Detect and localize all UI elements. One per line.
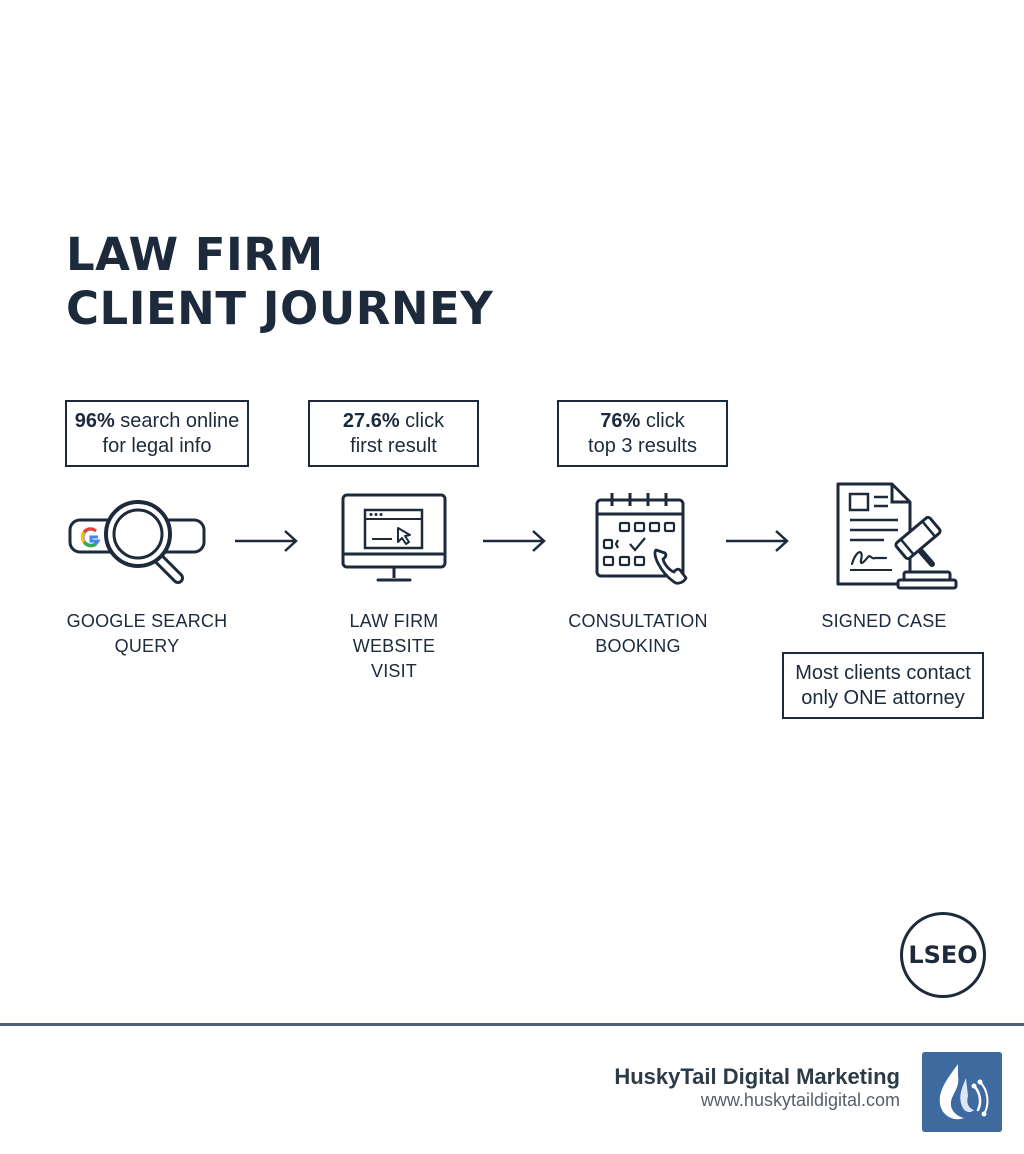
title-line-1: LAW FIRM — [66, 228, 324, 281]
note-line: Most clients contact — [795, 661, 971, 684]
google-search-icon — [68, 500, 206, 584]
stat-box-first-result: 27.6% click first result — [308, 400, 479, 467]
stat-box-top-3: 76% click top 3 results — [557, 400, 728, 467]
stat-value: 76% — [600, 409, 641, 432]
stat-text: top 3 results — [588, 434, 697, 457]
step-label-line: SIGNED CASE — [821, 611, 947, 631]
step-label-line: QUERY — [114, 636, 180, 656]
stat-text: search online — [114, 409, 240, 432]
arrow-right-icon — [235, 530, 298, 552]
footer-divider — [0, 1023, 1024, 1026]
page-title: LAW FIRM CLIENT JOURNEY — [66, 228, 493, 336]
signed-document-gavel-icon — [836, 482, 958, 590]
stat-box-search: 96% search online for legal info — [65, 400, 249, 467]
calendar-phone-icon — [595, 493, 688, 585]
step-label-line: WEBSITE — [352, 636, 436, 656]
step-label-google-search: GOOGLE SEARCH QUERY — [37, 609, 257, 659]
step-label-line: BOOKING — [595, 636, 681, 656]
arrow-right-icon — [483, 530, 546, 552]
step-label-line: CONSULTATION — [568, 611, 708, 631]
note-box: Most clients contact only ONE attorney — [782, 652, 984, 719]
step-label-line: VISIT — [370, 661, 417, 681]
stat-text: first result — [350, 434, 437, 457]
huskytail-logo-icon — [922, 1052, 1002, 1132]
brand-url: www.huskytaildigital.com — [700, 1090, 900, 1110]
step-label-line: GOOGLE SEARCH — [66, 611, 228, 631]
arrow-right-icon — [726, 530, 789, 552]
title-line-2: CLIENT JOURNEY — [66, 282, 494, 335]
step-label-consultation: CONSULTATION BOOKING — [528, 609, 748, 659]
step-label-signed-case: SIGNED CASE — [774, 609, 994, 634]
lseo-badge: LSEO — [900, 912, 986, 998]
brand-name: HuskyTail Digital Marketing — [614, 1064, 900, 1089]
website-monitor-icon — [341, 493, 447, 582]
stat-text: click — [640, 409, 685, 432]
stat-text: click — [399, 409, 445, 432]
stat-text: for legal info — [102, 434, 212, 457]
note-line: only ONE attorney — [801, 686, 965, 709]
step-label-website-visit: LAW FIRM WEBSITE VISIT — [284, 609, 504, 684]
stat-value: 27.6% — [342, 409, 400, 432]
step-label-line: LAW FIRM — [349, 611, 439, 631]
stat-value: 96% — [74, 409, 115, 432]
